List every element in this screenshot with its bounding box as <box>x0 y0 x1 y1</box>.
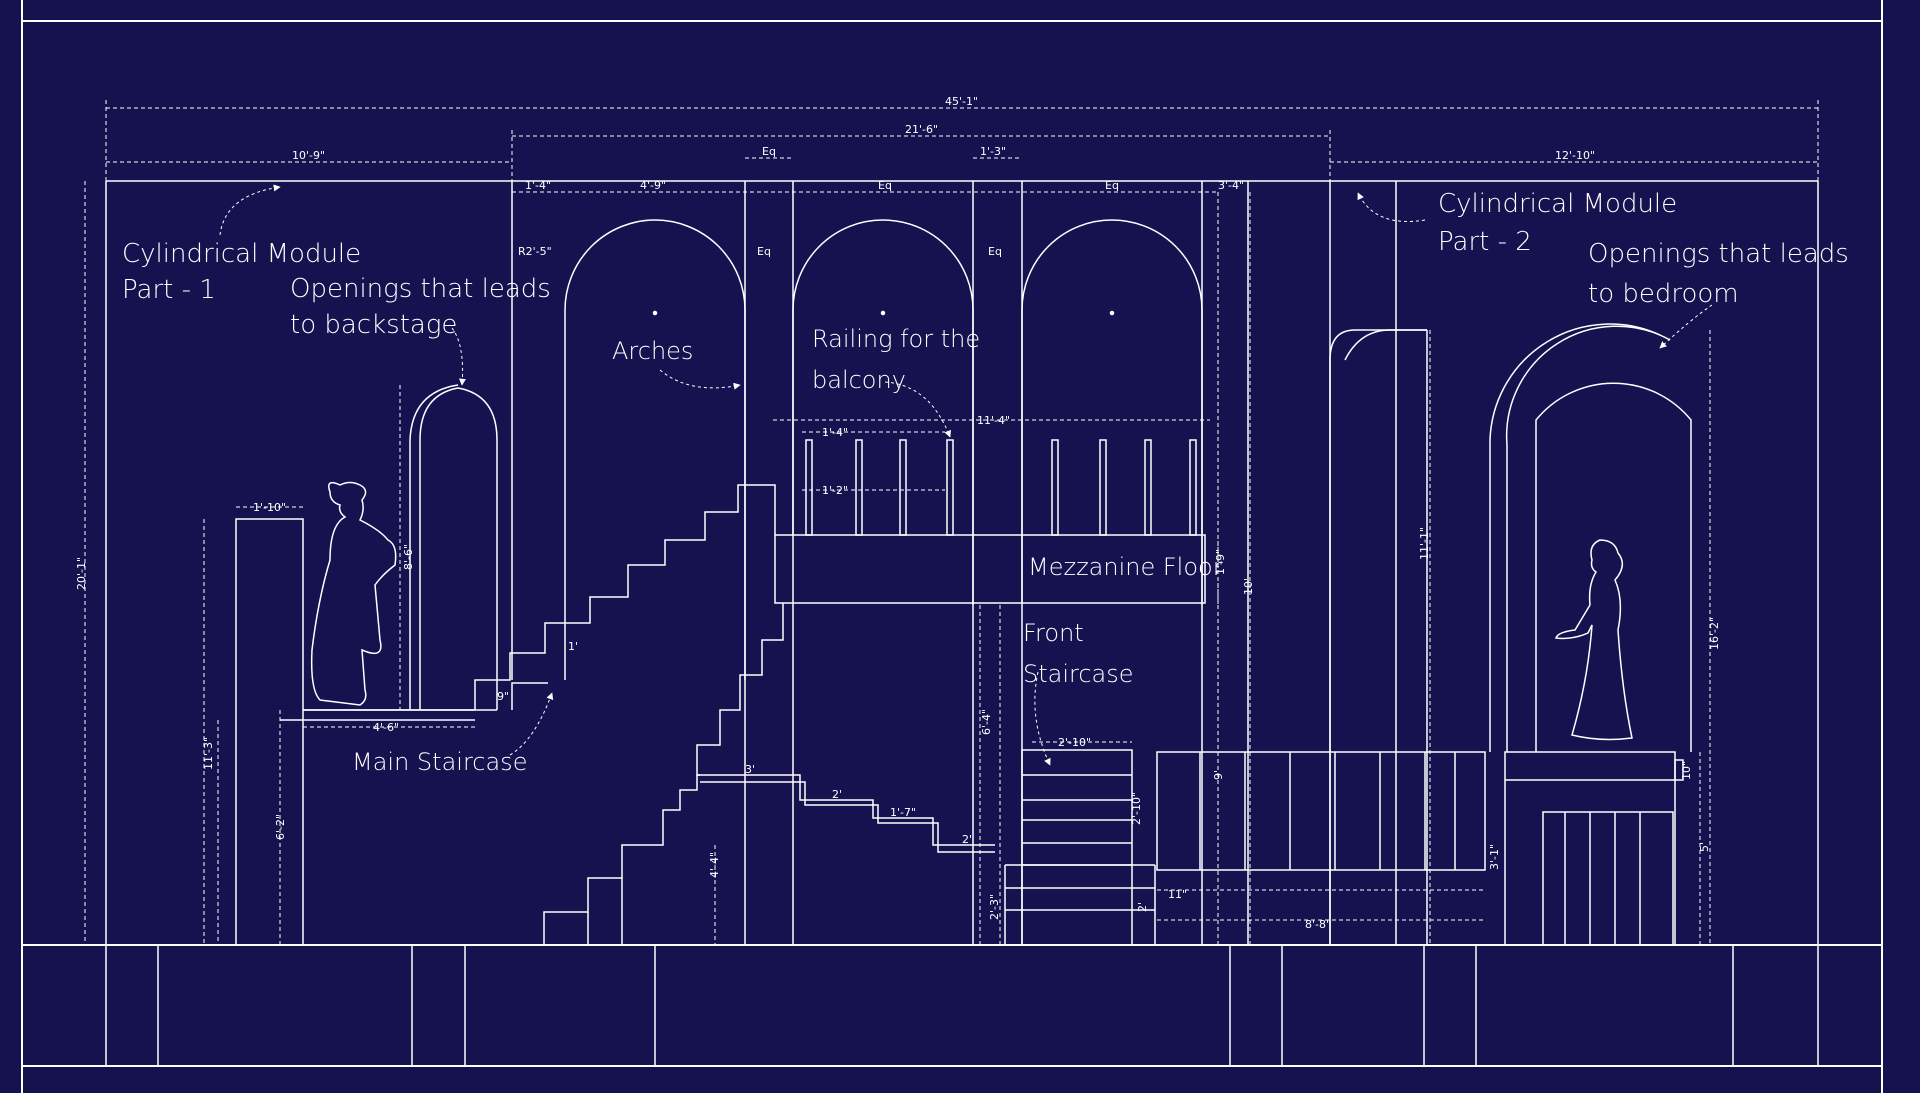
dimension-lines <box>84 100 1819 945</box>
dim-plat-8-8: 8'-8" <box>1305 918 1331 931</box>
dim-front-2-10: 2'-10" <box>1058 736 1091 749</box>
left-pillar <box>203 518 304 946</box>
dim-eq-arch-3: Eq <box>1105 179 1119 192</box>
dim-right-3-1: 3'-1" <box>1488 844 1501 870</box>
balcony-railing <box>773 419 1210 536</box>
stage-floor <box>22 944 1882 1066</box>
label-front-staircase-line2: Staircase <box>1023 660 1134 688</box>
dim-height-6-4: 6'-4" <box>980 709 993 735</box>
dim-step-2: 2' <box>832 788 842 801</box>
dim-height-11-3: 11'-3" <box>202 737 215 770</box>
dim-height-20-1: 20'-1" <box>75 557 88 590</box>
dim-height-6-2: 6'-2" <box>274 814 287 840</box>
dim-right-10: 10" <box>1680 761 1693 780</box>
main-staircase <box>280 484 776 721</box>
dim-right-16-2: 16'-2" <box>1708 617 1721 650</box>
label-railing-line2: balcony <box>812 366 906 394</box>
platform <box>1156 751 1486 871</box>
dim-right-5: 5' <box>1698 842 1711 852</box>
dim-tread-1: 1' <box>568 640 578 653</box>
label-railing-line1: Railing for the <box>812 325 980 353</box>
dim-baluster-1-2: 1'-2" <box>822 484 848 497</box>
dim-right-11-1: 11'-1" <box>1418 527 1431 560</box>
label-main-staircase: Main Staircase <box>352 748 527 776</box>
dim-height-4-4: 4'-4" <box>708 852 721 878</box>
woman-silhouette-right <box>1554 539 1633 741</box>
bedroom-opening <box>1489 323 1692 946</box>
label-cyl-module-1-line1: Cylindrical Module <box>122 239 361 269</box>
dim-center-width: 21'-6" <box>905 123 938 136</box>
dim-left-module: 10'-9" <box>292 149 325 162</box>
front-staircase <box>1004 749 1156 946</box>
dim-height-2-3: 2'-3" <box>988 894 1001 920</box>
label-openings-backstage-line1: Openings that leads <box>290 274 551 304</box>
dim-mezz-10: 10' <box>1242 578 1255 595</box>
label-arches: Arches <box>612 337 693 365</box>
set-wall <box>105 180 1819 945</box>
dim-mezz-1-9: 1'-9" <box>1214 549 1227 575</box>
dim-arch-4-9: 4'-9" <box>640 179 666 192</box>
mezzanine-floor <box>774 534 1219 605</box>
label-mezzanine: Mezzanine Floor <box>1028 553 1223 581</box>
label-openings-bedroom-line1: Openings that leads <box>1588 239 1849 269</box>
dim-balcony: 11'-4" <box>977 414 1010 427</box>
dim-landing-4-6: 4'-6" <box>373 721 399 734</box>
dim-pillar-1-10: 1'-10" <box>253 501 286 514</box>
dim-overall-width: 45'-1" <box>945 95 978 108</box>
drawing-frame <box>21 0 1883 1093</box>
dim-plat-11: 11" <box>1168 888 1187 901</box>
woman-silhouette-left <box>310 481 397 706</box>
label-cyl-module-2-line2: Part - 2 <box>1438 227 1532 257</box>
annotations: Cylindrical Module Part - 1 Openings tha… <box>122 189 1849 776</box>
label-front-staircase-line1: Front <box>1023 619 1084 647</box>
dim-step-1-7: 1'-7" <box>890 806 916 819</box>
dim-door-8-6: 8'-6" <box>402 544 415 570</box>
dimension-labels: 45'-1" 21'-6" 10'-9" 12'-10" Eq 1'-3" 1'… <box>75 95 1721 931</box>
dim-plat-2: 2' <box>1136 902 1149 912</box>
dim-radius: R2'-5" <box>518 245 552 258</box>
dim-col-1-3: 1'-3" <box>980 145 1006 158</box>
dim-right-3-4: 3'-4" <box>1218 179 1244 192</box>
lower-staircase <box>543 603 995 945</box>
dim-eq-arch-2: Eq <box>878 179 892 192</box>
right-niche <box>1329 329 1428 945</box>
label-cyl-module-1-line2: Part - 1 <box>122 275 216 305</box>
dim-baluster-1-4: 1'-4" <box>822 426 848 439</box>
dim-eq-top: Eq <box>762 145 776 158</box>
dim-step-3: 3' <box>745 763 755 776</box>
dim-front-h-2-10: 2'-10" <box>1130 792 1143 825</box>
dim-plat-9: 9' <box>1212 770 1225 780</box>
dim-eq-left-3: Eq <box>988 245 1002 258</box>
dim-eq-left-2: Eq <box>757 245 771 258</box>
leader-arrows <box>219 184 1713 766</box>
dim-right-module: 12'-10" <box>1555 149 1595 162</box>
dim-riser-9: 9" <box>497 690 509 703</box>
dim-gap-1-4: 1'-4" <box>525 179 551 192</box>
label-cyl-module-2-line1: Cylindrical Module <box>1438 189 1677 219</box>
label-openings-backstage-line2: to backstage <box>290 310 457 340</box>
dim-step-2b: 2' <box>962 833 972 846</box>
label-openings-bedroom-line2: to bedroom <box>1588 279 1739 309</box>
